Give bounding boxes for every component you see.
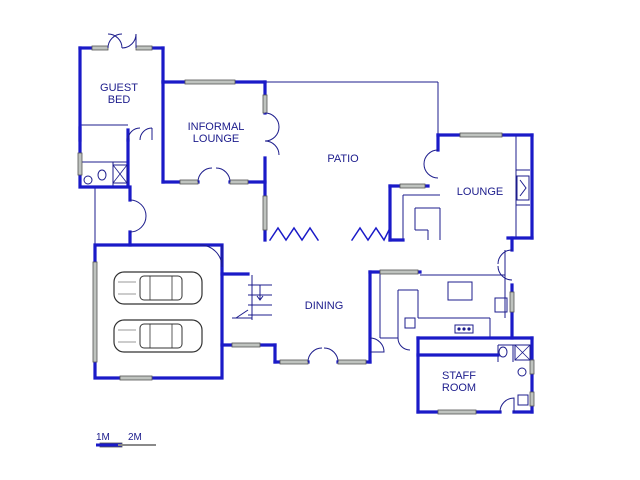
scale-label-1m: 1M bbox=[96, 432, 110, 443]
room-label-informal-lounge: INFORMAL LOUNGE bbox=[187, 121, 245, 145]
fixtures bbox=[83, 164, 531, 406]
car-bottom bbox=[113, 319, 203, 353]
room-label-dining: DINING bbox=[304, 300, 344, 312]
room-label-staff-room: STAFF ROOM bbox=[441, 370, 477, 394]
room-label-guest-bed: GUEST BED bbox=[100, 82, 138, 106]
room-label-patio: PATIO bbox=[327, 153, 359, 165]
thin-lines bbox=[80, 81, 530, 362]
walls bbox=[78, 46, 534, 414]
car-top bbox=[113, 271, 203, 305]
room-label-lounge: LOUNGE bbox=[456, 186, 504, 198]
doors bbox=[107, 33, 515, 413]
folding-doors bbox=[268, 226, 392, 242]
scale-label-2m: 2M bbox=[128, 432, 142, 443]
